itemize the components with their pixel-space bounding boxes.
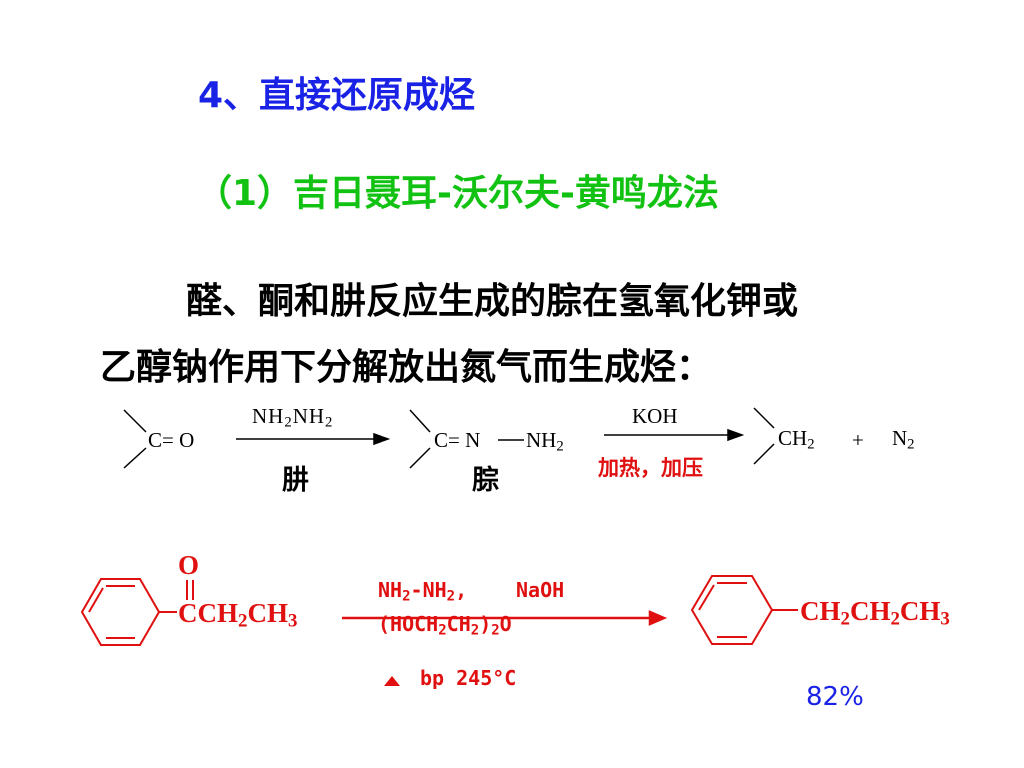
condition-heat-pressure: 加热，加压 (598, 456, 703, 480)
reagent-hydrazine: NH2NH2 (252, 404, 334, 431)
product-chain: CH2CH2CH3 (800, 596, 950, 630)
reagent-koh: KOH (632, 404, 678, 428)
reaction-yield: 82% (806, 682, 864, 712)
hydrazone-bonds (409, 409, 524, 469)
reagent-hydrazine-formula: NH2-NH2, (378, 578, 468, 605)
solvent-diethylene-glycol: (HOCH2CH2)2O (378, 612, 512, 639)
condition-boiling-point: bp 245°C (420, 666, 517, 690)
reactant-benzene-ring (80, 578, 177, 646)
arrow-2 (604, 428, 745, 442)
arrow-1 (236, 432, 391, 446)
carbonyl-oxygen: O (178, 550, 200, 580)
reactant-carbonyl: C= O (148, 428, 195, 452)
product-benzene-ring (690, 575, 798, 645)
label-hydrazine: 肼 (282, 465, 309, 496)
reactant-bonds (123, 409, 147, 469)
intermediate-tail: NH2 (526, 428, 564, 455)
product-ch2: CH2 (778, 426, 815, 453)
carbonyl-double-bond (186, 580, 194, 600)
paragraph-line-2: 乙醇钠作用下分解放出氮气而生成烃： (100, 347, 713, 388)
reactant-chain: CCH2CH3 (178, 598, 298, 632)
product-bonds (753, 407, 775, 465)
reagent-naoh: NaOH (516, 578, 565, 602)
paragraph-line-1: 醛、酮和肼反应生成的腙在氢氧化钾或 (186, 281, 799, 322)
heat-triangle-icon (384, 676, 400, 686)
example-arrow (342, 610, 668, 626)
method-subheading: （1）吉日聂耳-沃尔夫-黄鸣龙法 (196, 173, 719, 214)
plus-sign: + (852, 428, 864, 452)
byproduct-n2: N2 (892, 426, 915, 453)
intermediate-hydrazone: C= N (434, 428, 481, 452)
section-heading: 4、直接还原成烃 (198, 75, 476, 116)
label-hydrazone: 腙 (472, 465, 499, 496)
